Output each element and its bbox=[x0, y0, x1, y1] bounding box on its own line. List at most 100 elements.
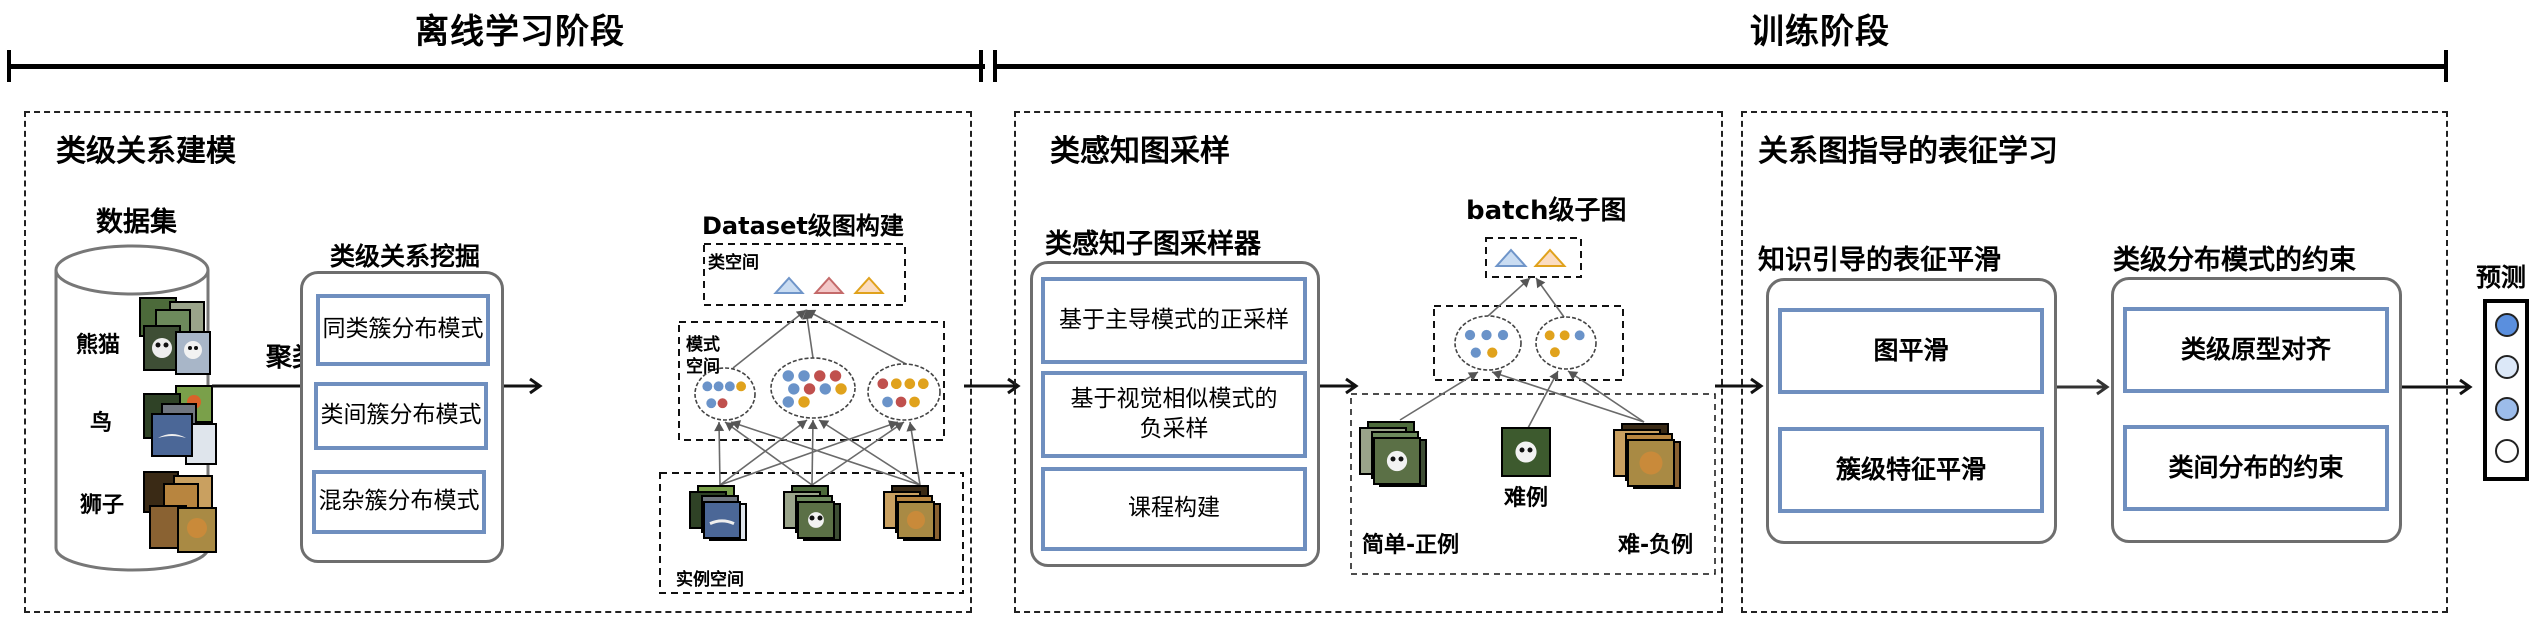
cluster-dot-yellow bbox=[736, 381, 747, 392]
batch-class-triangle-2 bbox=[1533, 248, 1567, 267]
offline-phase-start-tick bbox=[7, 50, 11, 82]
cluster-dot-red bbox=[717, 398, 728, 409]
instance-3-to-cluster-2-edge bbox=[818, 419, 921, 486]
training-phase-start-tick bbox=[993, 50, 997, 82]
class-relation-modeling-title: 类级关系建模 bbox=[56, 134, 236, 169]
training-phase-title: 训练阶段 bbox=[1750, 12, 1890, 52]
hard-example-label: 难例 bbox=[1504, 486, 1549, 511]
panda-photo-stack-icon bbox=[139, 297, 211, 375]
batch-sample-box bbox=[1350, 393, 1716, 575]
batch-cluster-2 bbox=[1535, 316, 1597, 370]
cluster-dot-blue bbox=[782, 370, 794, 382]
cluster-dot-red bbox=[877, 378, 889, 390]
pattern-to-class-edge-3 bbox=[805, 309, 907, 365]
dataset-graph-title: Dataset级图构建 bbox=[702, 212, 904, 240]
cluster-dot-red bbox=[829, 370, 842, 382]
knowledge-guided-smoothing-title: 知识引导的表征平滑 bbox=[1758, 245, 2001, 276]
hard-negative-label: 难-负例 bbox=[1618, 533, 1694, 558]
cluster-dot-blue bbox=[1464, 329, 1476, 341]
cluster-dot-blue bbox=[1470, 347, 1481, 358]
instance-space-box bbox=[659, 472, 964, 594]
dataset-class-bird-label: 鸟 bbox=[90, 411, 113, 436]
class-prototype-triangle-3 bbox=[853, 276, 885, 294]
instance-1-to-cluster-2-edge bbox=[719, 419, 808, 486]
class-aware-graph-sampling-title: 类感知图采样 bbox=[1050, 134, 1230, 169]
prediction-vector bbox=[2483, 299, 2529, 481]
mining-item-inter-class-cluster[interactable]: 类间簇分布模式 bbox=[314, 382, 488, 450]
mining-item-mixed-cluster[interactable]: 混杂簇分布模式 bbox=[312, 470, 486, 534]
panel1-to-panel2-arrow-icon bbox=[964, 377, 1021, 395]
cluster-dot-blue bbox=[782, 396, 794, 408]
training-phase-end-tick bbox=[2444, 50, 2448, 82]
instance-space-label: 实例空间 bbox=[676, 570, 744, 590]
relation-mining-title: 类级关系挖掘 bbox=[330, 242, 481, 271]
batch-cluster-1 bbox=[1454, 315, 1522, 371]
prediction-score-dot-3 bbox=[2495, 397, 2519, 421]
hard-negative-photos-icon bbox=[1613, 423, 1681, 489]
dataset-graph bbox=[659, 243, 964, 594]
instance-2-to-cluster-2-edge bbox=[807, 419, 818, 486]
cluster-dot-blue bbox=[1574, 330, 1585, 341]
instance-3-to-cluster-3-edge bbox=[906, 421, 921, 486]
cluster-dot-yellow bbox=[1559, 330, 1570, 341]
smoothing-item-cluster-feature-smoothing[interactable]: 簇级特征平滑 bbox=[1778, 427, 2044, 513]
constraint-item-inter-class-distribution[interactable]: 类间分布的约束 bbox=[2123, 425, 2389, 511]
negative-sampling-line2: 负采样 bbox=[1139, 415, 1209, 442]
cluster-ellipse bbox=[1535, 316, 1597, 370]
relation-guided-representation-panel bbox=[1741, 111, 2448, 613]
sampler-item-positive-sampling[interactable]: 基于主导模式的正采样 bbox=[1041, 277, 1307, 364]
hard-negative-to-cluster-1-edge bbox=[1491, 370, 1645, 423]
hard-example-photo-icon bbox=[1501, 427, 1551, 477]
pattern-cluster-3 bbox=[867, 363, 941, 421]
cluster-dot-yellow bbox=[904, 378, 916, 390]
pattern-to-class-edge-1 bbox=[732, 309, 807, 369]
mining-item-same-class-cluster[interactable]: 同类簇分布模式 bbox=[316, 294, 490, 366]
pattern-space-label-line1: 模式 bbox=[686, 335, 720, 355]
relation-guided-representation-title: 关系图指导的表征学习 bbox=[1758, 134, 2058, 169]
mining-to-graph-arrow-icon bbox=[504, 377, 543, 395]
cluster-dot-blue bbox=[1497, 329, 1509, 341]
smoothing-item-graph-smoothing[interactable]: 图平滑 bbox=[1778, 308, 2044, 394]
dataset-class-lion-label: 狮子 bbox=[80, 493, 125, 518]
instance-3-to-cluster-1-edge bbox=[730, 420, 921, 486]
subgraph-sampler-title: 类感知子图采样器 bbox=[1045, 229, 1261, 260]
smoothing-to-constraint-arrow-icon bbox=[2057, 378, 2110, 396]
cluster-dot-yellow bbox=[917, 378, 929, 390]
cluster-dot-yellow bbox=[798, 396, 810, 408]
easy-positive-photos-icon bbox=[1359, 421, 1427, 487]
pattern-cluster-2 bbox=[770, 357, 856, 419]
easy-positive-label: 简单-正例 bbox=[1362, 533, 1460, 558]
cluster-dot-yellow bbox=[1544, 330, 1555, 341]
instance-2-to-cluster-3-edge bbox=[811, 421, 905, 486]
offline-phase-end-tick bbox=[979, 50, 983, 82]
batch-cluster-2-to-class-edge bbox=[1535, 277, 1565, 318]
cluster-dot-blue bbox=[819, 383, 831, 395]
sampler-item-negative-sampling[interactable]: 基于视觉相似模式的 负采样 bbox=[1041, 371, 1307, 458]
instance-1-to-cluster-1-edge bbox=[714, 421, 725, 486]
class-space-box bbox=[703, 243, 906, 306]
cluster-dot-blue bbox=[706, 398, 717, 409]
class-prototype-triangle-2 bbox=[813, 276, 845, 294]
instance-2-to-cluster-1-edge bbox=[724, 421, 813, 486]
cluster-dot-blue bbox=[724, 381, 735, 392]
instance-panda-photo-stack-icon bbox=[783, 485, 841, 541]
constraint-item-prototype-alignment[interactable]: 类级原型对齐 bbox=[2123, 307, 2389, 393]
cluster-dot-yellow bbox=[1549, 347, 1560, 358]
batch-class-box bbox=[1485, 237, 1582, 278]
prediction-score-dot-1 bbox=[2495, 313, 2519, 337]
bird-photo-stack-icon bbox=[143, 385, 217, 465]
cluster-dot-yellow bbox=[890, 378, 902, 390]
cluster-dot-blue bbox=[798, 370, 810, 382]
batch-cluster-1-to-class-edge bbox=[1487, 277, 1531, 317]
batch-subgraph-title: batch级子图 bbox=[1466, 196, 1627, 226]
prediction-title: 预测 bbox=[2476, 263, 2527, 292]
pattern-space-label-line2: 空间 bbox=[686, 357, 720, 377]
sampler-item-curriculum-construction[interactable]: 课程构建 bbox=[1041, 467, 1307, 551]
cluster-dot-blue bbox=[882, 396, 893, 408]
cluster-ellipse bbox=[1454, 315, 1522, 371]
prediction-score-dot-4 bbox=[2495, 439, 2519, 463]
offline-phase-title: 离线学习阶段 bbox=[415, 12, 625, 52]
cluster-dot-red bbox=[814, 370, 826, 382]
hard-example-edge bbox=[1527, 370, 1559, 429]
cluster-dot-yellow bbox=[909, 396, 920, 408]
